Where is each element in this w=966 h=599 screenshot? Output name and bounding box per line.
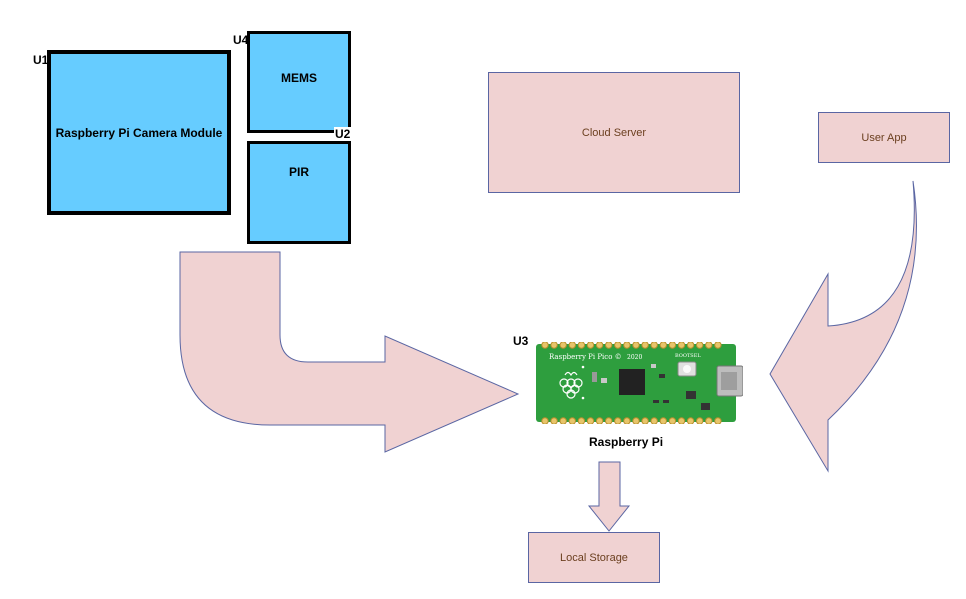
camera-ref-label: U1 [33,53,49,67]
header-pin [550,342,558,349]
header-pin [595,417,604,424]
header-pin [686,417,695,424]
bootsel-button-cap [683,365,691,373]
header-pin [668,342,677,349]
header-pin [650,417,658,424]
header-pin [705,417,713,424]
pir-label: PIR [288,164,309,179]
header-pin [677,342,686,349]
pico-caption: Raspberry Pi [589,435,664,449]
header-pin [541,342,549,349]
bottom-pin-row [541,417,722,424]
usb-port-inner [721,372,737,390]
top-pin-row [541,342,722,349]
silk-board-name: Raspberry Pi Pico © [549,353,622,361]
header-pin [705,342,713,349]
header-pin [614,417,622,424]
header-pin [686,342,695,349]
header-pin [623,342,631,349]
header-pin [577,417,586,424]
smd-part [653,400,659,403]
pico-ref-label: U3 [513,334,529,348]
header-pin [714,417,722,424]
header-pin [659,342,667,349]
header-pin [605,342,613,349]
cloud-server-block[interactable]: Cloud Server [488,72,740,193]
header-pin [659,417,667,424]
smd-part [663,400,669,403]
pico-to-storage-arrow [587,461,631,532]
header-pin [677,417,686,424]
smd-part [601,378,607,383]
test-point [581,365,585,369]
header-pin [632,342,640,349]
rp2040-chip [619,369,645,395]
header-pin [595,342,604,349]
silk-bootsel: BOOTSEL [675,353,701,359]
smd-part [701,403,710,410]
header-pin [641,417,649,424]
header-pin [550,417,558,424]
header-pin [559,342,567,349]
header-pin [614,342,622,349]
camera-module-label: Raspberry Pi Camera Module [55,125,223,140]
header-pin [586,342,595,349]
silk-year: 2020 [627,354,642,361]
smd-part [659,374,665,378]
header-pin [568,342,576,349]
local-storage-label: Local Storage [560,551,628,564]
voltage-regulator [686,391,696,399]
header-pin [541,417,549,424]
pir-ref-label: U2 [334,127,352,141]
userapp-to-pico-arrow [769,180,917,473]
header-pin [577,342,586,349]
cloud-server-label: Cloud Server [581,126,647,139]
header-pin [605,417,613,424]
header-pin [696,342,704,349]
header-pin [559,417,567,424]
header-pin [641,342,649,349]
pir-sensor-block[interactable]: PIR [247,141,351,244]
smd-part [651,364,656,368]
header-pin [668,417,677,424]
header-pin [568,417,576,424]
header-pin [696,417,704,424]
header-pin [623,417,631,424]
header-pin [714,342,722,349]
user-app-block[interactable]: User App [818,112,950,163]
header-pin [650,342,658,349]
user-app-label: User App [861,131,907,144]
local-storage-block[interactable]: Local Storage [528,532,660,583]
raspberry-logo-icon [559,371,583,399]
mems-sensor-block[interactable]: MEMS [247,31,351,133]
raspberry-pi-pico-board[interactable]: Raspberry Pi Pico © 2020 BOOTSEL [533,342,743,424]
mems-ref-label: U4 [233,33,249,47]
header-pin [586,417,595,424]
sensors-to-pico-arrow [179,251,520,453]
mems-label: MEMS [281,71,317,85]
crystal [592,372,597,382]
camera-module-block[interactable]: Raspberry Pi Camera Module [47,50,231,215]
header-pin [632,417,640,424]
test-point [581,396,585,400]
